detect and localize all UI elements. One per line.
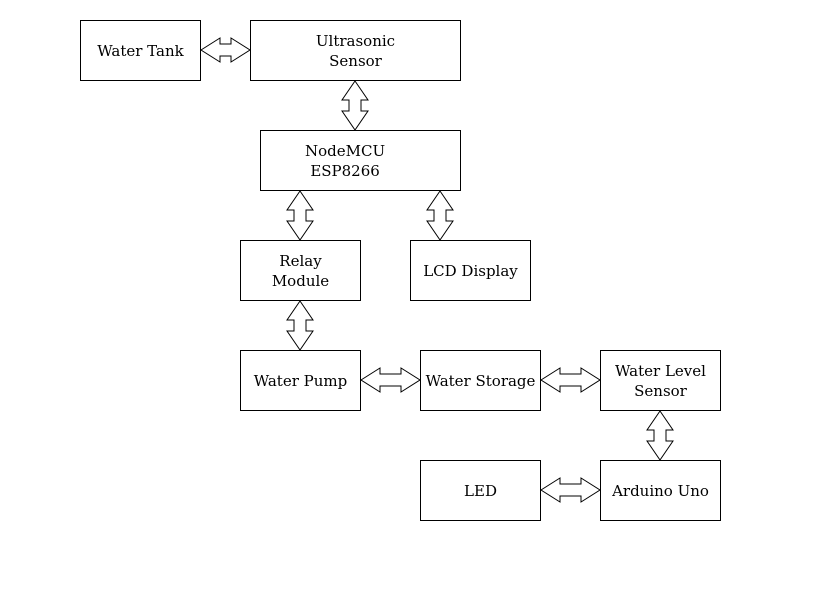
node-nodemcu-esp8266: NodeMCU ESP8266 — [260, 130, 461, 191]
node-water-level-sensor: Water Level Sensor — [600, 350, 721, 411]
node-water-storage: Water Storage — [420, 350, 541, 411]
node-led: LED — [420, 460, 541, 521]
arrow-relay-pump — [286, 300, 314, 351]
arrow-nodemcu-relay — [286, 190, 314, 241]
arrow-tank-ultrasonic — [200, 37, 251, 63]
arrow-storage-level-sensor — [540, 367, 601, 393]
arrow-ultrasonic-nodemcu — [341, 80, 369, 131]
node-relay-module: Relay Module — [240, 240, 361, 301]
arrow-pump-storage — [360, 367, 421, 393]
node-water-pump: Water Pump — [240, 350, 361, 411]
node-water-tank: Water Tank — [80, 20, 201, 81]
node-arduino-uno: Arduino Uno — [600, 460, 721, 521]
arrow-nodemcu-lcd — [426, 190, 454, 241]
arrow-led-arduino — [540, 477, 601, 503]
arrow-level-sensor-arduino — [646, 410, 674, 461]
node-ultrasonic-sensor: Ultrasonic Sensor — [250, 20, 461, 81]
node-lcd-display: LCD Display — [410, 240, 531, 301]
